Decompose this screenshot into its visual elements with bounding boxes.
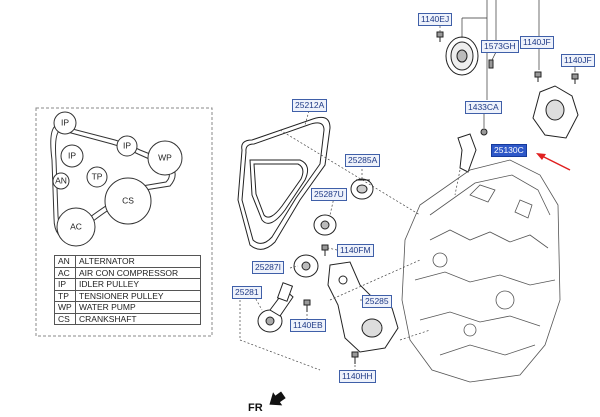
- callout-1433ca[interactable]: 1433CA: [465, 101, 502, 114]
- pulley-label-ip1: IP: [61, 117, 69, 127]
- legend-row: IP IDLER PULLEY: [54, 278, 201, 291]
- idler-pulley-25287i: [293, 254, 319, 278]
- pulley-legend-table: AN ALTERNATOR AC AIR CON COMPRESSOR IP I…: [54, 255, 201, 325]
- bolt-1140eb: [303, 299, 311, 312]
- routing-panel-border: [35, 107, 213, 337]
- pulley-label-tp: TP: [92, 171, 103, 181]
- idler-pulley-25287u: [313, 214, 337, 236]
- pulley-cs: [104, 177, 152, 225]
- bolt-1140hh: [351, 351, 359, 364]
- callout-25285[interactable]: 25285: [362, 295, 392, 308]
- pulley-ip-right: [116, 135, 138, 157]
- front-direction-label: FR: [248, 402, 263, 414]
- legend-row: AN ALTERNATOR: [54, 255, 201, 268]
- water-pump-gasket: [457, 133, 477, 173]
- legend-code: AC: [54, 266, 76, 279]
- callout-25287u[interactable]: 25287U: [311, 188, 347, 201]
- pulley-label-wp: WP: [158, 152, 172, 162]
- legend-desc: TENSIONER PULLEY: [75, 289, 201, 302]
- bolt-1140jf-mid: [534, 71, 542, 82]
- legend-row: AC AIR CON COMPRESSOR: [54, 266, 201, 279]
- callout-25212a[interactable]: 25212A: [292, 99, 328, 112]
- water-pump-body: [532, 85, 579, 139]
- legend-desc: IDLER PULLEY: [75, 278, 201, 291]
- water-pump-pulley: [445, 36, 479, 76]
- callout-tree: [461, 0, 576, 128]
- pulley-wp: [147, 140, 183, 176]
- callout-1140jf-right[interactable]: 1140JF: [561, 54, 595, 67]
- front-direction-arrow: [269, 391, 286, 406]
- pulley-label-ip3: IP: [123, 140, 131, 150]
- callout-25285a[interactable]: 25285A: [345, 154, 381, 167]
- legend-desc: CRANKSHAFT: [75, 312, 201, 325]
- pulley-label-ac: AC: [70, 221, 82, 231]
- legend-code: WP: [54, 301, 76, 314]
- callout-1573gh[interactable]: 1573GH: [481, 40, 519, 53]
- seal-1433ca: [480, 128, 488, 136]
- dowel-pin-1573gh: [488, 59, 494, 69]
- highlight-pointer-arrow: [536, 153, 571, 171]
- legend-row: WP WATER PUMP: [54, 301, 201, 314]
- legend-row: TP TENSIONER PULLEY: [54, 289, 201, 302]
- callout-1140fm[interactable]: 1140FM: [337, 244, 374, 257]
- callout-1140eb[interactable]: 1140EB: [290, 319, 326, 332]
- callout-1140hh[interactable]: 1140HH: [339, 370, 376, 383]
- legend-row: CS CRANKSHAFT: [54, 312, 201, 325]
- callout-25287i[interactable]: 25287I: [252, 261, 284, 274]
- tensioner-pulley-25285a: [350, 178, 374, 200]
- bolt-1140jf-right: [571, 73, 579, 84]
- pulley-ip-top: [53, 111, 77, 135]
- bolt-1140fm: [321, 244, 329, 256]
- bolt-1140ej: [436, 31, 444, 42]
- pulley-label-cs: CS: [122, 195, 134, 205]
- legend-code: AN: [54, 255, 76, 268]
- pulley-label-ip2: IP: [68, 150, 76, 160]
- callout-1140jf-mid[interactable]: 1140JF: [520, 36, 554, 49]
- pulley-tp: [86, 166, 108, 188]
- tensioner-assembly-25281: [257, 282, 294, 333]
- pulley-ip-mid: [60, 144, 84, 168]
- legend-code: TP: [54, 289, 76, 302]
- callout-1140ej[interactable]: 1140EJ: [418, 13, 453, 26]
- legend-desc: WATER PUMP: [75, 301, 201, 314]
- legend-code: CS: [54, 312, 76, 325]
- callout-25130c-highlighted[interactable]: 25130C: [491, 144, 527, 157]
- legend-desc: ALTERNATOR: [75, 255, 201, 268]
- pulley-label-an: AN: [55, 175, 67, 185]
- callout-25281[interactable]: 25281: [232, 286, 262, 299]
- pulley-an: [52, 172, 70, 190]
- drive-belt: [237, 116, 331, 250]
- legend-desc: AIR CON COMPRESSOR: [75, 266, 201, 279]
- leader-lines: [239, 22, 461, 375]
- legend-code: IP: [54, 278, 76, 291]
- pulley-ac: [56, 207, 96, 247]
- engine-block: [401, 159, 561, 383]
